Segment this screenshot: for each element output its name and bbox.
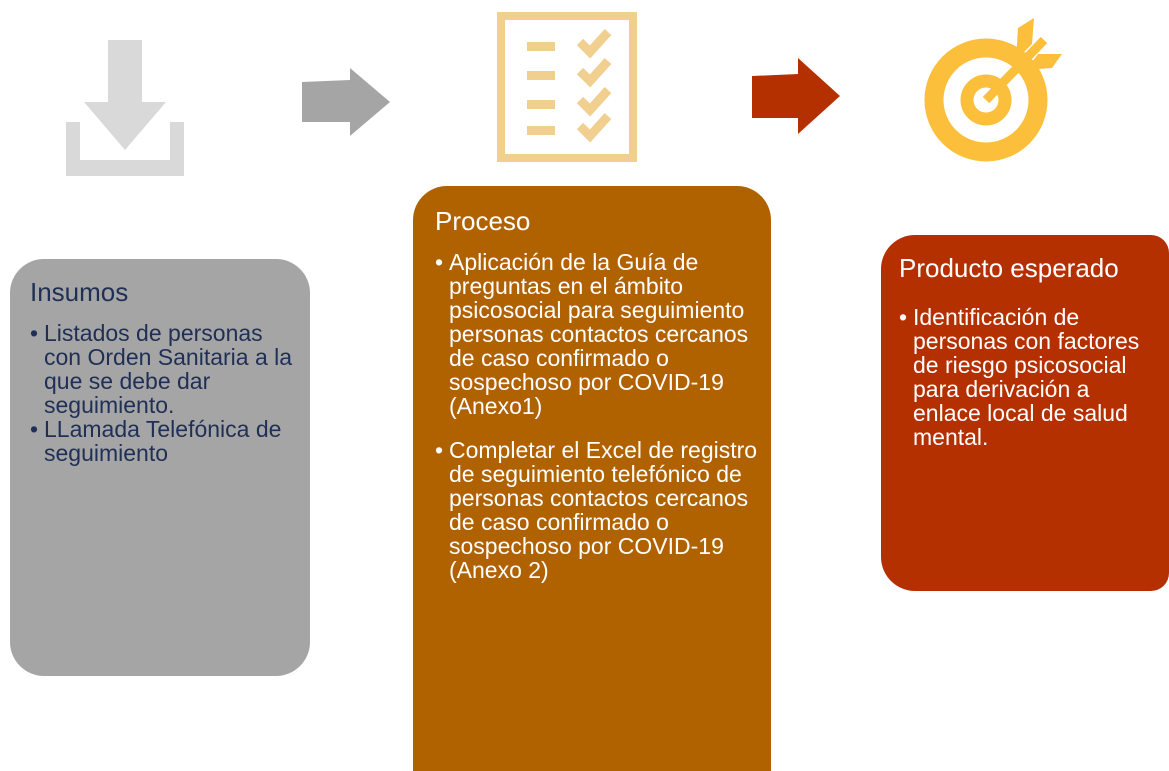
proceso-item: •Completar el Excel de registro de segui… bbox=[435, 438, 759, 582]
proceso-card: Proceso •Aplicación de la Guía de pregun… bbox=[413, 186, 771, 771]
bullet-dot: • bbox=[899, 304, 908, 330]
producto-card: Producto esperado •Identificación de per… bbox=[881, 235, 1169, 591]
insumos-item-text: Listados de personas con Orden Sanitaria… bbox=[44, 320, 293, 418]
proceso-item: •Aplicación de la Guía de preguntas en e… bbox=[435, 250, 759, 418]
insumos-item: •LLamada Telefónica de seguimiento bbox=[30, 417, 300, 465]
producto-item-text: Identificación de personas con factores … bbox=[913, 304, 1140, 450]
insumos-item: •Listados de personas con Orden Sanitari… bbox=[30, 321, 300, 417]
proceso-item-text: Aplicación de la Guía de preguntas en el… bbox=[449, 249, 749, 419]
insumos-list: •Listados de personas con Orden Sanitari… bbox=[30, 321, 300, 465]
producto-item: •Identificación de personas con factores… bbox=[899, 305, 1163, 449]
download-arrow-shape bbox=[84, 40, 166, 150]
download-tray-shape bbox=[66, 122, 184, 176]
target-icon bbox=[924, 18, 1062, 162]
bullet-dot: • bbox=[435, 249, 444, 275]
producto-title: Producto esperado bbox=[899, 253, 1119, 283]
download-icon bbox=[66, 40, 184, 176]
producto-list: •Identificación de personas con factores… bbox=[899, 305, 1163, 449]
bullet-dot: • bbox=[435, 437, 444, 463]
proceso-item-text: Completar el Excel de registro de seguim… bbox=[449, 437, 758, 583]
arrow-right-icon bbox=[752, 58, 840, 134]
proceso-list: •Aplicación de la Guía de preguntas en e… bbox=[435, 250, 759, 582]
insumos-title: Insumos bbox=[30, 277, 129, 307]
insumos-item-text: LLamada Telefónica de seguimiento bbox=[44, 416, 282, 466]
list-spacer bbox=[435, 418, 759, 438]
arrow-right-icon bbox=[302, 68, 390, 136]
proceso-title: Proceso bbox=[435, 206, 531, 236]
bullet-dot: • bbox=[30, 416, 39, 442]
bullet-dot: • bbox=[30, 320, 39, 346]
checklist-icon bbox=[497, 12, 637, 162]
insumos-card: Insumos •Listados de personas con Orden … bbox=[10, 259, 310, 676]
